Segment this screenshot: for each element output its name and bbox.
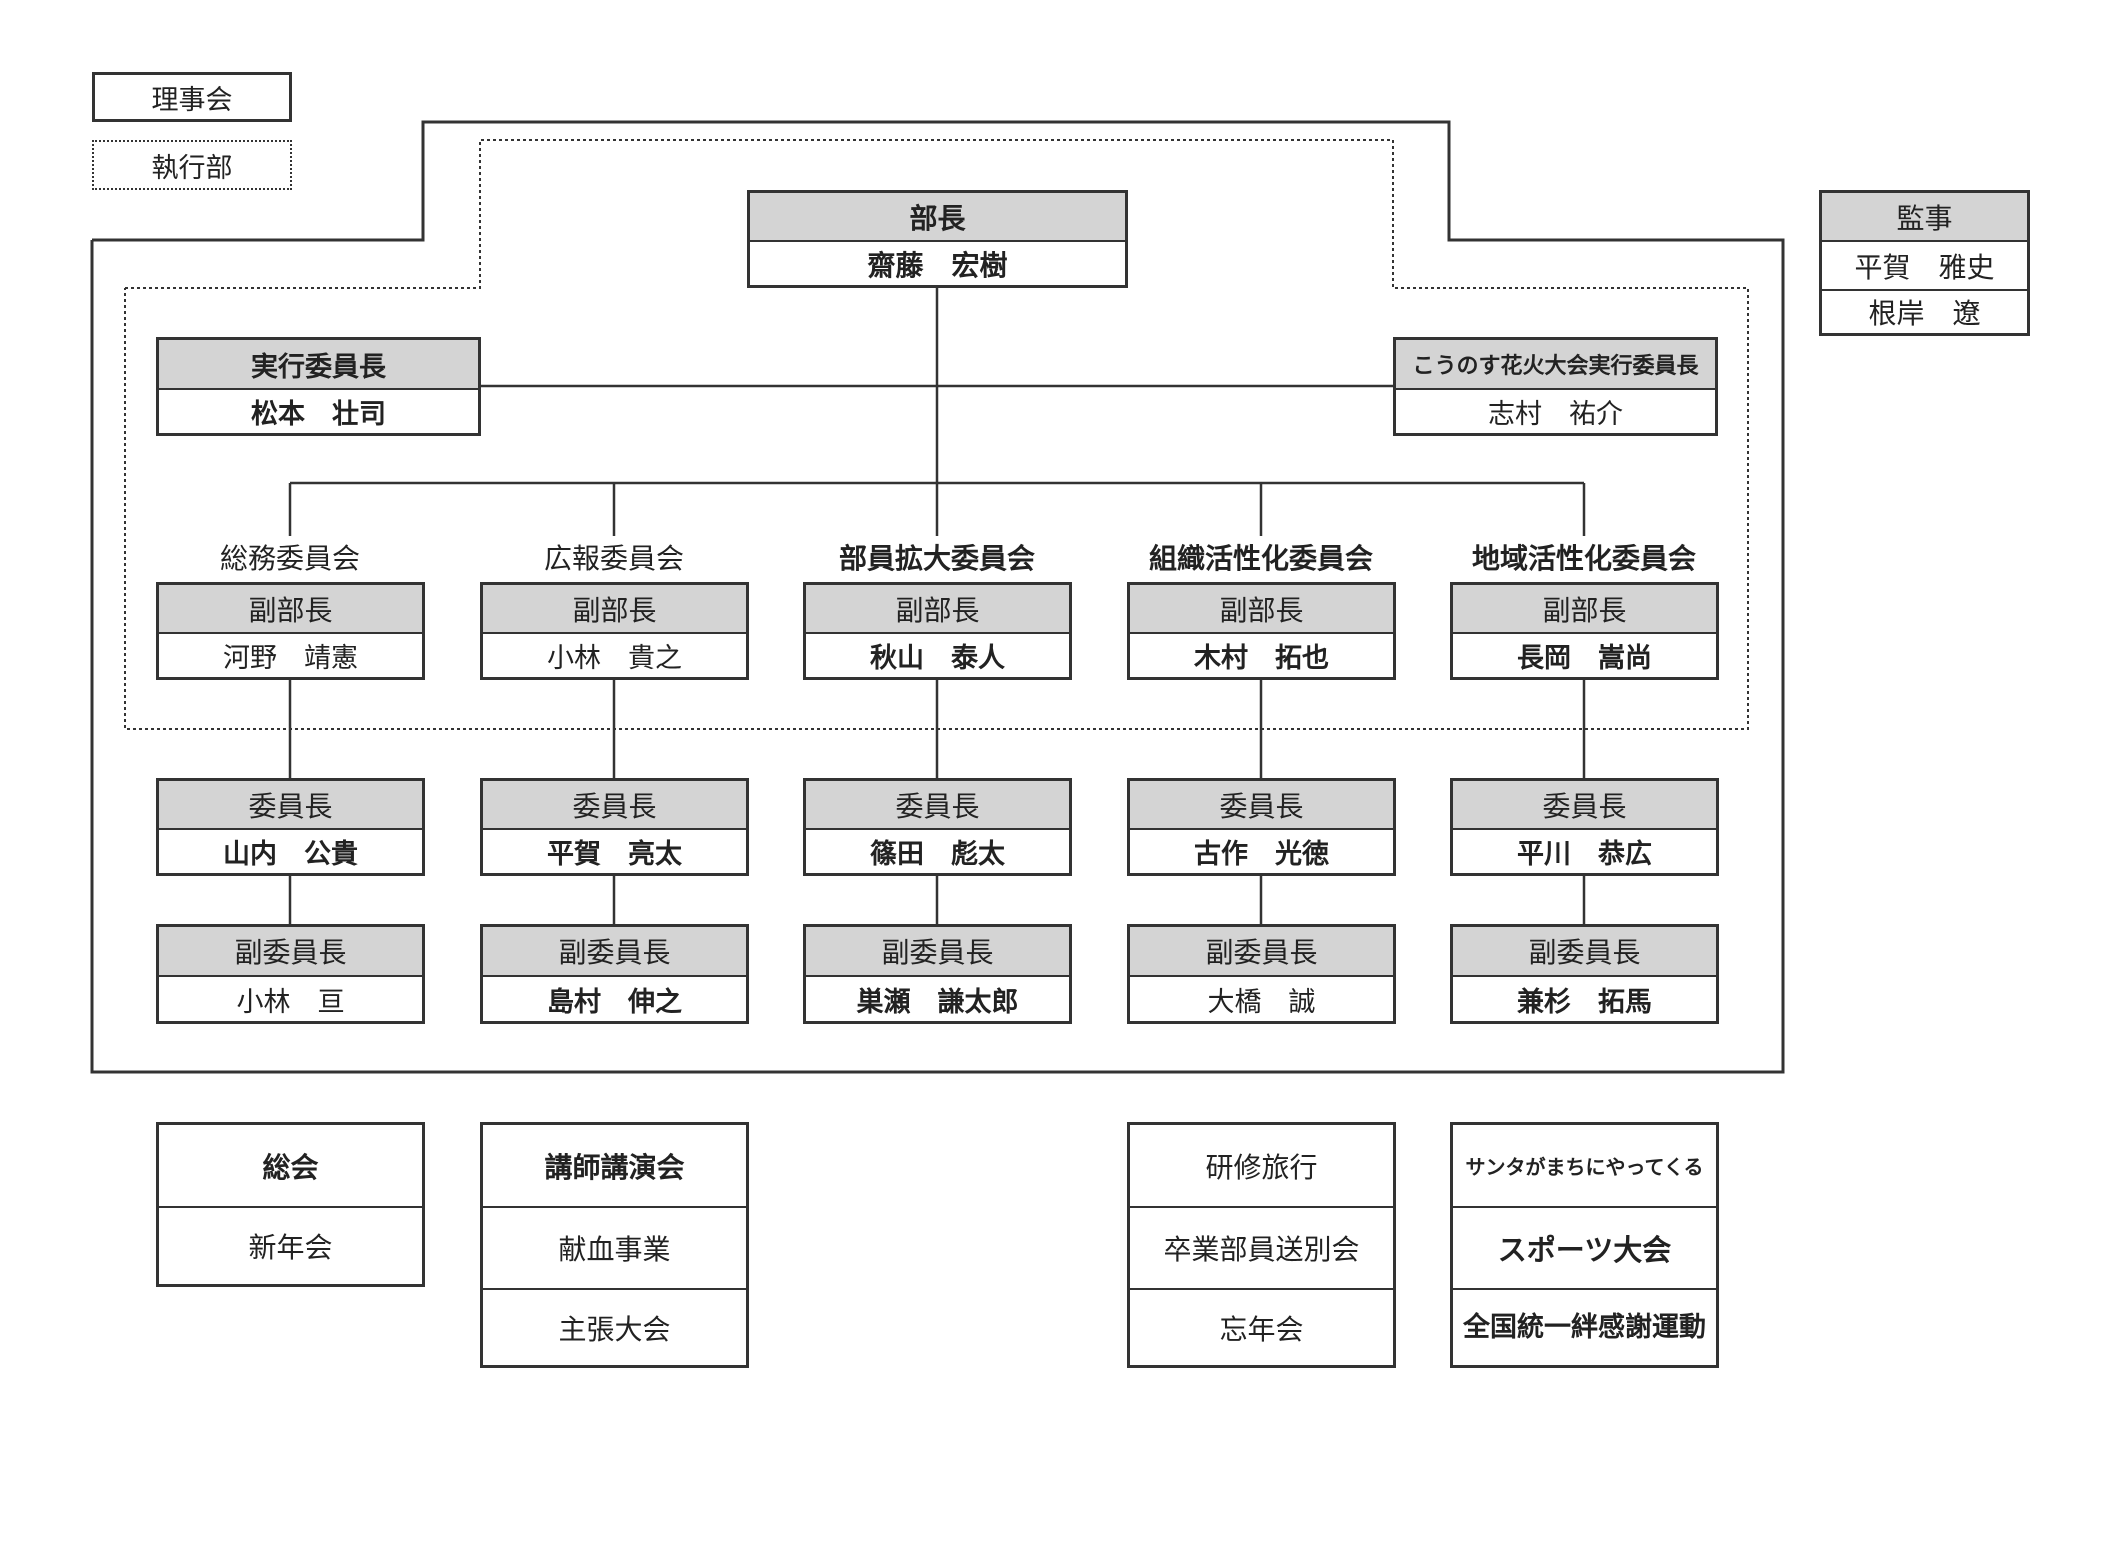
chair-title-2: 委員長 <box>483 781 746 828</box>
vice-chair-box-4: 副委員長 大橋 誠 <box>1127 924 1396 1024</box>
vice-chair-name-2: 島村 伸之 <box>483 975 746 1021</box>
vice-chair-name-1: 小林 亘 <box>159 975 422 1021</box>
vice-director-box-4: 副部長 木村 拓也 <box>1127 582 1396 680</box>
event-item: 卒業部員送別会 <box>1130 1206 1393 1288</box>
vice-director-title-1: 副部長 <box>159 585 422 632</box>
event-item: 献血事業 <box>483 1206 746 1288</box>
vice-chair-name-4: 大橋 誠 <box>1130 975 1393 1021</box>
event-item: 講師講演会 <box>544 1150 685 1184</box>
legend-board-label: 理事会 <box>151 84 233 116</box>
vice-director-box-1: 副部長 河野 靖憲 <box>156 582 425 680</box>
vice-chair-box-5: 副委員長 兼杉 拓馬 <box>1450 924 1719 1024</box>
committee-label-4: 組織活性化委員会 <box>1148 542 1373 575</box>
vice-director-box-3: 副部長 秋山 泰人 <box>803 582 1072 680</box>
event-item: 主張大会 <box>483 1288 746 1365</box>
vice-chair-title-1: 副委員長 <box>159 927 422 975</box>
vice-chair-title-2: 副委員長 <box>483 927 746 975</box>
committee-label-3: 部員拡大委員会 <box>838 542 1035 575</box>
vice-chair-box-3: 副委員長 巣瀬 謙太郎 <box>803 924 1072 1024</box>
committee-label-5: 地域活性化委員会 <box>1471 542 1696 575</box>
event-item: 新年会 <box>159 1206 422 1284</box>
board-frame <box>90 120 1785 1074</box>
vice-director-box-2: 副部長 小林 貴之 <box>480 582 749 680</box>
chair-box-5: 委員長 平川 恭広 <box>1450 778 1719 876</box>
committee-label-1: 総務委員会 <box>219 542 360 575</box>
chair-name-5: 平川 恭広 <box>1453 828 1716 873</box>
event-item: 総会 <box>262 1150 319 1184</box>
legend-board-box: 理事会 <box>92 72 292 122</box>
chair-name-2: 平賀 亮太 <box>483 828 746 873</box>
committee-label-2: 広報委員会 <box>543 542 684 575</box>
vice-director-name-2: 小林 貴之 <box>483 632 746 677</box>
vice-chair-box-1: 副委員長 小林 亘 <box>156 924 425 1024</box>
vice-director-name-1: 河野 靖憲 <box>159 632 422 677</box>
chair-title-1: 委員長 <box>159 781 422 828</box>
chair-title-4: 委員長 <box>1130 781 1393 828</box>
legend-executive-label: 執行部 <box>151 152 233 184</box>
chair-name-4: 古作 光徳 <box>1130 828 1393 873</box>
vice-chair-box-2: 副委員長 島村 伸之 <box>480 924 749 1024</box>
exec-chair-box: 実行委員長 松本 壮司 <box>156 337 481 436</box>
events-box-1: 総会 新年会 <box>156 1122 425 1287</box>
vice-director-title-5: 副部長 <box>1453 585 1716 632</box>
event-item: サンタがまちにやってくる <box>1465 1155 1704 1179</box>
chair-title-3: 委員長 <box>806 781 1069 828</box>
event-item: スポーツ大会 <box>1453 1206 1716 1288</box>
vice-chair-name-3: 巣瀬 謙太郎 <box>806 975 1069 1021</box>
vice-director-title-2: 副部長 <box>483 585 746 632</box>
chair-box-1: 委員長 山内 公貴 <box>156 778 425 876</box>
fireworks-chair-name: 志村 祐介 <box>1396 388 1715 433</box>
director-box: 部長 齋藤 宏樹 <box>747 190 1128 288</box>
vice-chair-title-3: 副委員長 <box>806 927 1069 975</box>
chair-box-4: 委員長 古作 光徳 <box>1127 778 1396 876</box>
fireworks-chair-box: こうのす花火大会実行委員長 志村 祐介 <box>1393 337 1718 436</box>
vice-director-box-5: 副部長 長岡 嵩尚 <box>1450 582 1719 680</box>
chair-box-3: 委員長 篠田 彪太 <box>803 778 1072 876</box>
chair-title-5: 委員長 <box>1453 781 1716 828</box>
events-box-2: 講師講演会 献血事業 主張大会 <box>480 1122 749 1368</box>
vice-director-name-3: 秋山 泰人 <box>806 632 1069 677</box>
auditor-name-1: 平賀 雅史 <box>1822 240 2027 289</box>
chair-name-3: 篠田 彪太 <box>806 828 1069 873</box>
vice-director-name-5: 長岡 嵩尚 <box>1453 632 1716 677</box>
vice-chair-name-5: 兼杉 拓馬 <box>1453 975 1716 1021</box>
fireworks-chair-title: こうのす花火大会実行委員長 <box>1396 340 1715 388</box>
chair-box-2: 委員長 平賀 亮太 <box>480 778 749 876</box>
auditors-title: 監事 <box>1822 193 2027 240</box>
event-item: 研修旅行 <box>1205 1150 1318 1184</box>
event-item: 忘年会 <box>1130 1288 1393 1365</box>
chair-name-1: 山内 公貴 <box>159 828 422 873</box>
legend-executive-box: 執行部 <box>92 140 292 190</box>
events-box-4: サンタがまちにやってくる スポーツ大会 全国統一絆感謝運動 <box>1450 1122 1719 1368</box>
vice-director-name-4: 木村 拓也 <box>1130 632 1393 677</box>
auditor-name-2: 根岸 遼 <box>1822 289 2027 333</box>
exec-chair-name: 松本 壮司 <box>159 388 478 433</box>
auditors-box: 監事 平賀 雅史 根岸 遼 <box>1819 190 2030 336</box>
event-item: 全国統一絆感謝運動 <box>1453 1288 1716 1365</box>
vice-chair-title-4: 副委員長 <box>1130 927 1393 975</box>
director-name: 齋藤 宏樹 <box>750 240 1125 285</box>
events-box-3: 研修旅行 卒業部員送別会 忘年会 <box>1127 1122 1396 1368</box>
vice-director-title-4: 副部長 <box>1130 585 1393 632</box>
director-title: 部長 <box>750 193 1125 240</box>
exec-chair-title: 実行委員長 <box>159 340 478 388</box>
vice-chair-title-5: 副委員長 <box>1453 927 1716 975</box>
vice-director-title-3: 副部長 <box>806 585 1069 632</box>
executive-frame <box>124 139 1749 730</box>
